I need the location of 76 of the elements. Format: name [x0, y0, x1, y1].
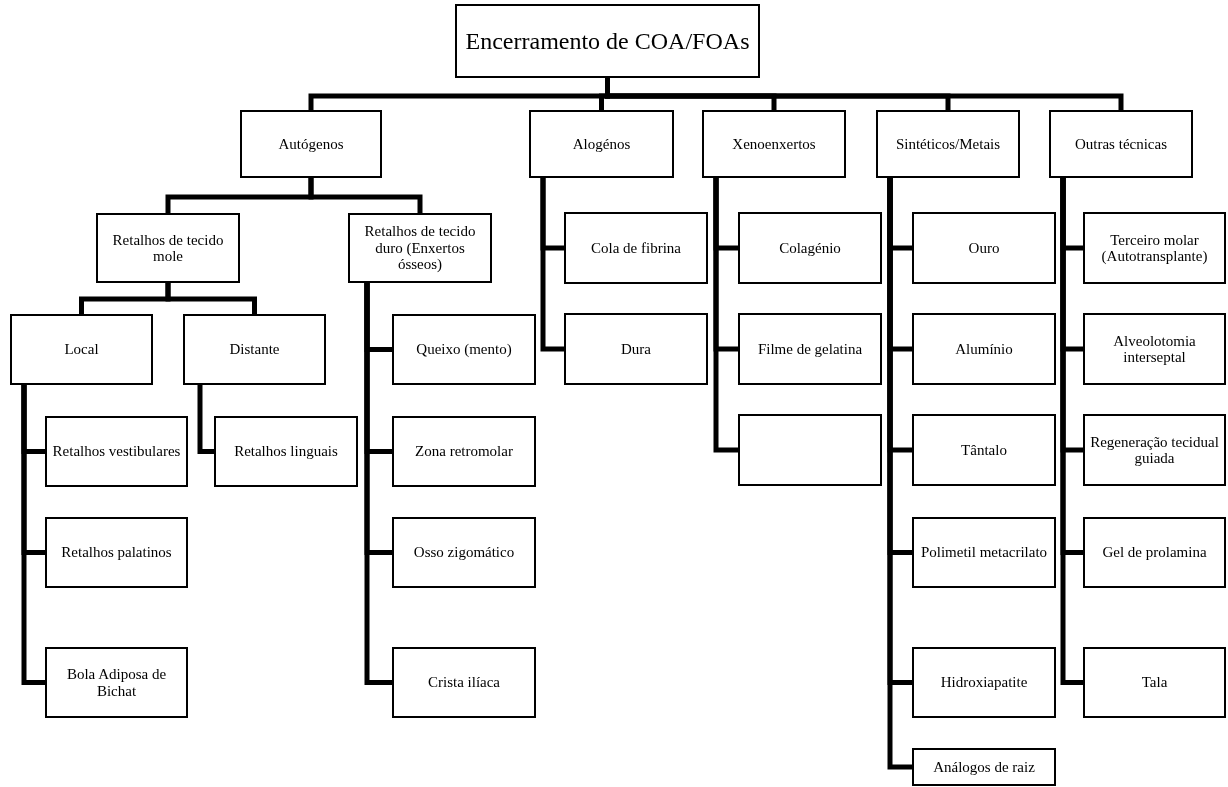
category-box: [738, 212, 882, 284]
box-label: Ouro: [968, 239, 1000, 257]
category-box: [392, 647, 536, 718]
box-label: Outras técnicas: [1074, 135, 1167, 153]
category-box: [183, 314, 326, 385]
box-label: Regeneração tecidual guiada: [1089, 433, 1220, 467]
category-box: [702, 110, 846, 178]
category-box: [1083, 647, 1226, 718]
category-box: [564, 212, 708, 284]
box-label: Terceiro molar (Autotransplante): [1100, 231, 1209, 265]
category-box: [10, 314, 153, 385]
category-box: [45, 647, 188, 718]
box-label: Distante: [229, 341, 280, 358]
category-box: [45, 517, 188, 588]
box-label: Retalhos palatinos: [61, 544, 172, 561]
box-label: Alogénos: [572, 135, 631, 153]
box-label: Dura: [621, 340, 651, 358]
box-label: Gel de prolamina: [1102, 544, 1207, 561]
category-box: [912, 414, 1056, 486]
box-label: Alveolotomia interseptal: [1112, 332, 1197, 366]
connector-line: [308, 178, 423, 213]
box-label: Encerramento de COA/FOAs: [465, 27, 750, 55]
category-box: [912, 647, 1056, 718]
connector-line: [713, 178, 738, 453]
box-label: Colagénio: [779, 239, 841, 257]
box-label: Cola de fibrina: [591, 239, 681, 257]
category-box: [912, 517, 1056, 588]
category-box: [564, 313, 708, 385]
box-label: Tala: [1141, 674, 1168, 691]
category-box: [392, 416, 536, 487]
box-label: Osso zigomático: [413, 544, 515, 561]
connector-line: [540, 178, 564, 352]
connector-line: [21, 385, 45, 685]
category-box: [1083, 313, 1226, 385]
category-box: [912, 212, 1056, 284]
box-label: Retalhos de tecido mole: [111, 231, 225, 265]
category-box: [96, 213, 240, 283]
connector-line: [1060, 178, 1083, 685]
category-box: [455, 4, 760, 78]
category-box: [1083, 212, 1226, 284]
category-box: [738, 313, 882, 385]
box-label: Alumínio: [955, 340, 1013, 358]
category-box: [214, 416, 358, 487]
category-box: [1083, 517, 1226, 588]
box-label: Filme de gelatina: [757, 340, 863, 358]
empty-box: [738, 414, 882, 486]
box-label: Bola Adiposa de Bichat: [65, 666, 168, 699]
box-label: Crista ilíaca: [427, 674, 501, 691]
box-label: Retalhos linguais: [234, 443, 338, 460]
category-box: [240, 110, 382, 178]
box-label: Retalhos de tecido duro (Enxertos ósseos): [363, 223, 477, 273]
category-box: [1083, 414, 1226, 486]
connector-line: [165, 283, 257, 314]
category-box: [45, 416, 188, 487]
box-label: Tântalo: [961, 441, 1007, 459]
box-label: Polimetil metacrilato: [920, 544, 1048, 561]
category-box: [348, 213, 492, 283]
connector-line: [605, 78, 1124, 110]
connector-line: [364, 283, 392, 685]
box-label: Local: [64, 341, 99, 358]
category-box: [392, 517, 536, 588]
category-box: [912, 313, 1056, 385]
connector-line: [197, 385, 214, 454]
category-box: [529, 110, 674, 178]
box-label: Autógenos: [278, 135, 344, 153]
box-label: Sintéticos/Metais: [895, 135, 1001, 153]
box-label: Análogos de raiz: [933, 758, 1035, 776]
category-box: [876, 110, 1020, 178]
box-label: Hidroxiapatite: [940, 674, 1028, 691]
category-box: [392, 314, 536, 385]
box-label: Retalhos vestibulares: [52, 443, 181, 460]
box-label: Zona retromolar: [415, 443, 513, 460]
box-label: Queixo (mento): [416, 341, 512, 358]
category-box: [1049, 110, 1193, 178]
category-box: [912, 748, 1056, 786]
box-label: Xenoenxertos: [732, 135, 816, 153]
